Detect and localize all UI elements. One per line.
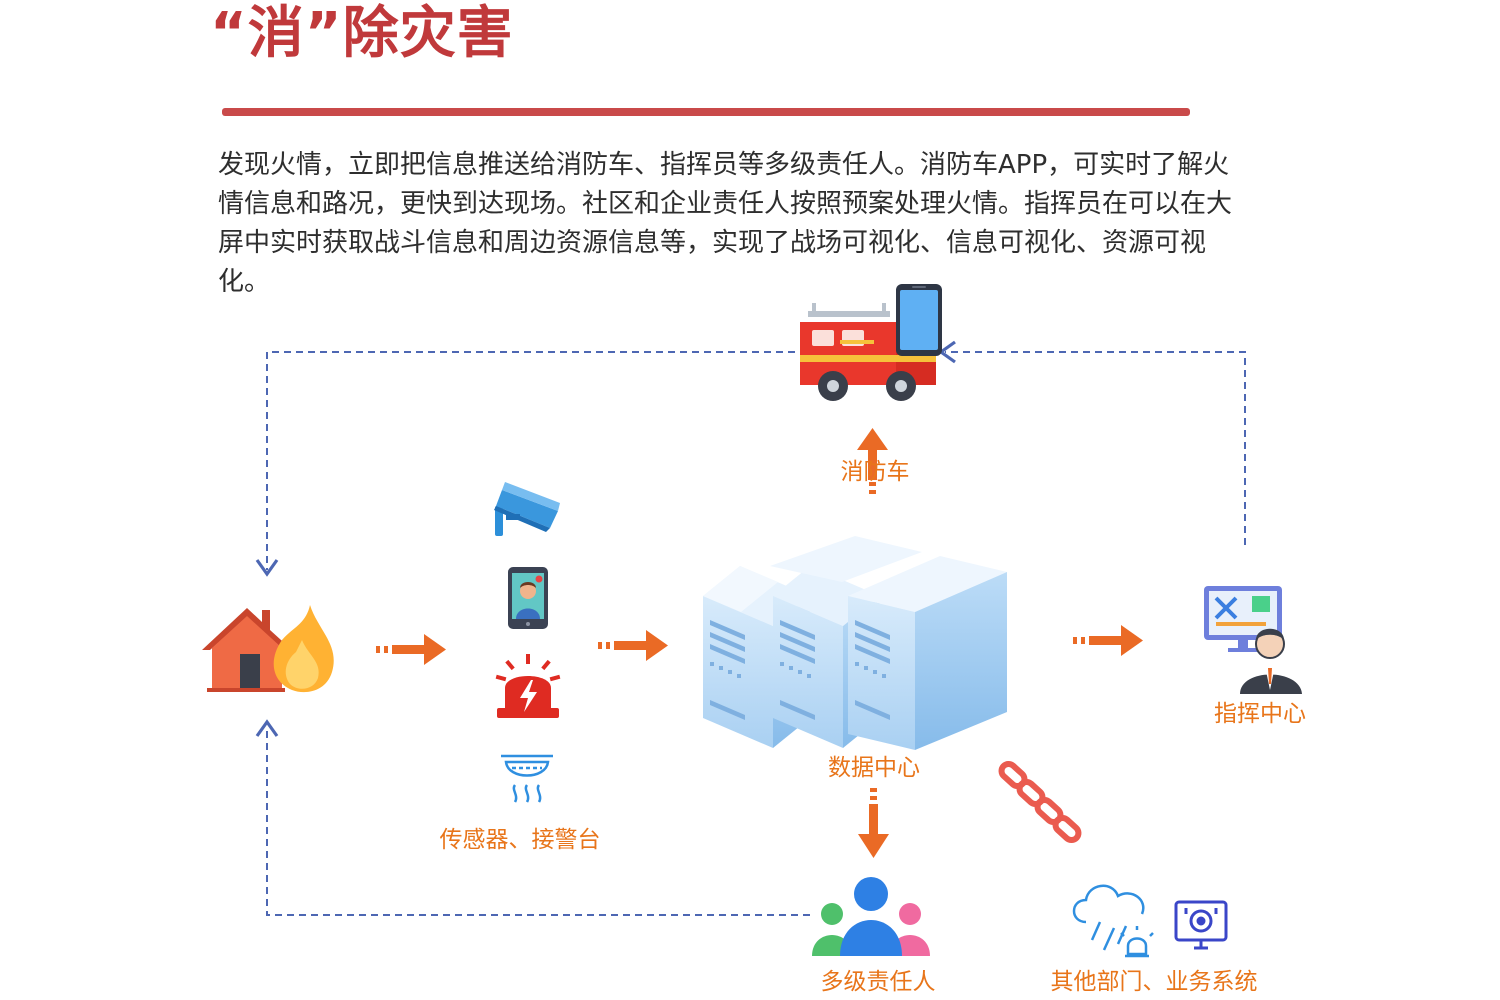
tablet-app-icon — [508, 567, 548, 629]
title-divider — [222, 104, 1190, 118]
people-group-icon — [812, 877, 930, 956]
cctv-camera-icon — [494, 482, 560, 536]
feedback-loop-top — [255, 340, 1246, 577]
alarm-siren-icon — [495, 654, 561, 718]
fire-truck-icon — [800, 303, 936, 401]
page-title: “消”除灾害 — [210, 1, 514, 66]
label-fire-truck: 消防车 — [840, 459, 910, 485]
flow-arrow-sensors-to-datacenter — [598, 630, 668, 661]
flow-arrow-house-to-sensors — [376, 634, 446, 665]
feedback-loop-bottom — [255, 719, 810, 916]
smoke-detector-icon — [501, 754, 553, 803]
phone-app-icon — [896, 284, 942, 356]
flow-arrow-datacenter-to-truck — [857, 428, 888, 494]
command-monitor-icon — [1204, 586, 1302, 694]
label-sensors: 传感器、接警台 — [439, 827, 601, 853]
flow-arrow-datacenter-to-command — [1073, 625, 1143, 656]
label-other-depts: 其他部门、业务系统 — [1050, 969, 1258, 995]
label-responsible: 多级责任人 — [820, 969, 936, 995]
burning-house-icon — [202, 605, 334, 693]
weather-cloud-icon — [1072, 884, 1154, 958]
label-command-center: 指挥中心 — [1214, 701, 1306, 727]
label-data-center: 数据中心 — [828, 755, 920, 781]
flow-arrow-datacenter-to-people — [858, 788, 889, 858]
monitoring-screen-icon — [1174, 900, 1228, 950]
description-text: 发现火情，立即把信息推送给消防车、指挥员等多级责任人。消防车APP，可实时了解火… — [218, 150, 1233, 297]
server-cluster-icon — [703, 536, 1007, 750]
chain-link-icon — [998, 760, 1082, 844]
